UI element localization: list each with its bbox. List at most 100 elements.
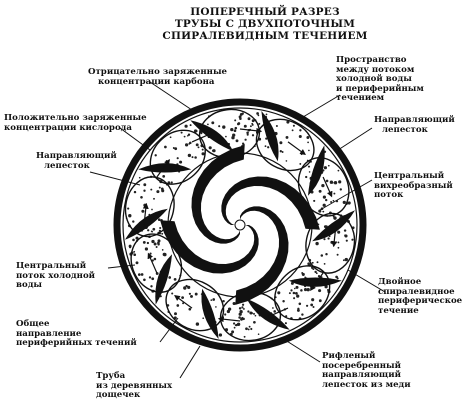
band-dot <box>305 304 309 307</box>
title-line-1: ПОПЕРЕЧНЫЙ РАЗРЕЗ <box>190 6 340 18</box>
band-dot <box>153 242 157 246</box>
band-dot <box>182 302 185 305</box>
band-dot <box>241 306 244 309</box>
band-dot <box>273 310 277 313</box>
band-dot <box>222 125 226 129</box>
band-dot <box>295 292 298 295</box>
band-dot <box>265 113 268 116</box>
band-dot <box>323 263 326 265</box>
band-dot <box>187 133 191 136</box>
band-dot <box>211 149 215 152</box>
band-dot <box>248 325 251 328</box>
band-dot <box>135 236 139 240</box>
band-dot <box>247 117 251 121</box>
band-dot <box>210 299 213 301</box>
band-dot <box>132 220 135 223</box>
band-dot <box>246 133 249 136</box>
band-dot <box>133 253 137 257</box>
band-dot <box>320 254 324 257</box>
band-dot <box>310 266 314 269</box>
band-dot <box>291 129 294 132</box>
band-dot <box>170 181 173 184</box>
band-dot <box>316 261 319 264</box>
band-dot <box>344 257 348 262</box>
band-dot <box>246 131 249 135</box>
band-dot <box>188 307 192 311</box>
band-dot <box>211 121 215 125</box>
band-dot <box>234 324 237 327</box>
band-dot <box>322 203 326 207</box>
title-line-2: ТРУБЫ С ДВУХПОТОЧНЫМ <box>174 18 356 30</box>
band-dot <box>183 135 186 138</box>
band-dot <box>218 125 221 128</box>
band-dot <box>311 298 315 302</box>
band-dot <box>313 199 316 202</box>
band-dot <box>153 257 157 261</box>
band-dot <box>159 226 162 230</box>
band-dot <box>253 320 256 324</box>
band-dot <box>247 310 250 313</box>
flow-arrow <box>147 252 158 274</box>
band-dot <box>231 136 235 140</box>
band-dot <box>277 291 281 295</box>
band-dot <box>141 209 145 213</box>
band-dot <box>317 275 321 278</box>
flow-arrow <box>191 132 213 143</box>
band-dot <box>183 286 187 290</box>
band-dot <box>172 147 175 149</box>
band-dot <box>267 146 270 149</box>
band-dot <box>308 171 311 173</box>
band-dot <box>275 124 278 128</box>
spiral-arm <box>191 145 245 244</box>
guide-petal <box>201 288 219 339</box>
band-dot <box>256 112 259 115</box>
band-dot <box>201 148 204 151</box>
guide-petal <box>138 163 192 173</box>
band-dot <box>231 330 235 334</box>
band-dot <box>312 268 315 271</box>
band-dot <box>281 151 284 153</box>
band-dot <box>194 156 197 159</box>
band-dot <box>332 182 334 184</box>
band-dot <box>325 179 329 183</box>
band-dot <box>174 147 178 151</box>
band-dot <box>162 175 166 178</box>
flow-arrow <box>267 307 289 318</box>
band-dot <box>150 230 153 233</box>
band-dot <box>334 241 337 244</box>
band-dot <box>185 284 188 288</box>
title-line-3: СПИРАЛЕВИДНЫМ ТЕЧЕНИЕМ <box>162 30 368 42</box>
band-dot <box>168 276 172 279</box>
band-dot <box>225 135 227 138</box>
band-dot <box>238 307 242 310</box>
guide-petal <box>261 111 279 162</box>
band-dot <box>234 119 237 122</box>
band-dot <box>338 180 342 184</box>
spiral-core <box>234 219 246 231</box>
band-dot <box>294 287 296 290</box>
band-dot <box>344 234 348 238</box>
leader-lines <box>89 81 386 379</box>
band-dot <box>236 322 241 326</box>
band-dot <box>333 181 338 185</box>
band-dot <box>148 276 152 279</box>
band-dot <box>250 327 253 331</box>
band-dot <box>318 209 322 213</box>
flow-arrow <box>239 127 263 134</box>
band-dot <box>140 273 144 276</box>
diagram-title: ПОПЕРЕЧНЫЙ РАЗРЕЗ ТРУБЫ С ДВУХПОТОЧНЫМ С… <box>150 6 380 42</box>
band-dot <box>184 124 188 128</box>
band-dot <box>282 300 285 303</box>
band-dot <box>233 129 237 132</box>
band-dot <box>238 115 242 119</box>
band-dot <box>351 238 354 241</box>
band-dot <box>296 308 300 312</box>
band-dot <box>318 289 322 293</box>
band-dot <box>303 288 308 292</box>
band-dot <box>243 124 247 128</box>
